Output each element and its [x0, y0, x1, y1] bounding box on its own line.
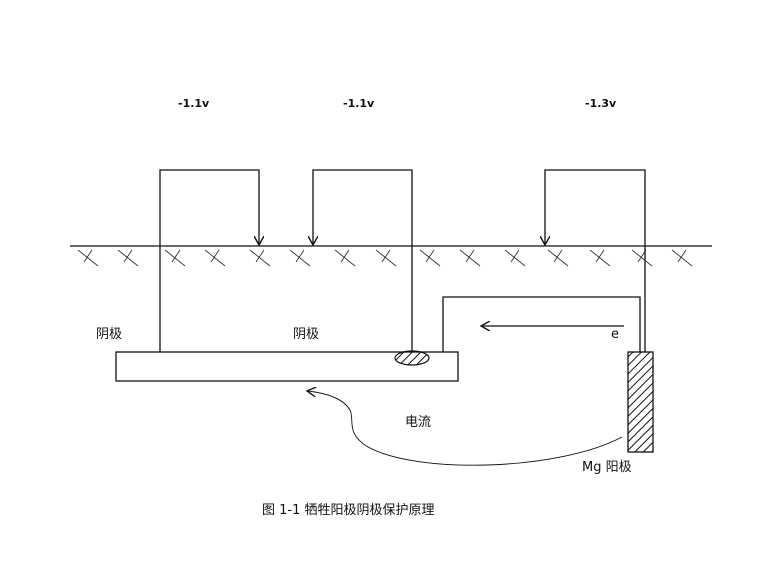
mg-anode-label: Mg 阳极 — [582, 460, 632, 475]
measurement-wire-1 — [159, 169, 259, 352]
measurement-wire-3 — [545, 169, 646, 352]
voltage-label-1: -1.1v — [178, 97, 210, 110]
measurement-wire-2 — [313, 169, 413, 352]
soil-hatching — [77, 249, 693, 267]
weld-point — [394, 350, 430, 366]
voltage-label-2: -1.1v — [343, 97, 375, 110]
cathode-label-left: 阴极 — [96, 327, 123, 342]
current-flow-path — [308, 391, 623, 466]
electron-label: e — [611, 327, 619, 342]
anode-connection-cable — [442, 296, 641, 352]
mg-anode — [627, 351, 654, 453]
cathode-label-mid: 阴极 — [293, 327, 320, 342]
figure-caption: 图 1-1 牺牲阳极阴极保护原理 — [262, 503, 435, 518]
current-label: 电流 — [405, 415, 432, 430]
voltage-label-3: -1.3v — [585, 97, 617, 110]
